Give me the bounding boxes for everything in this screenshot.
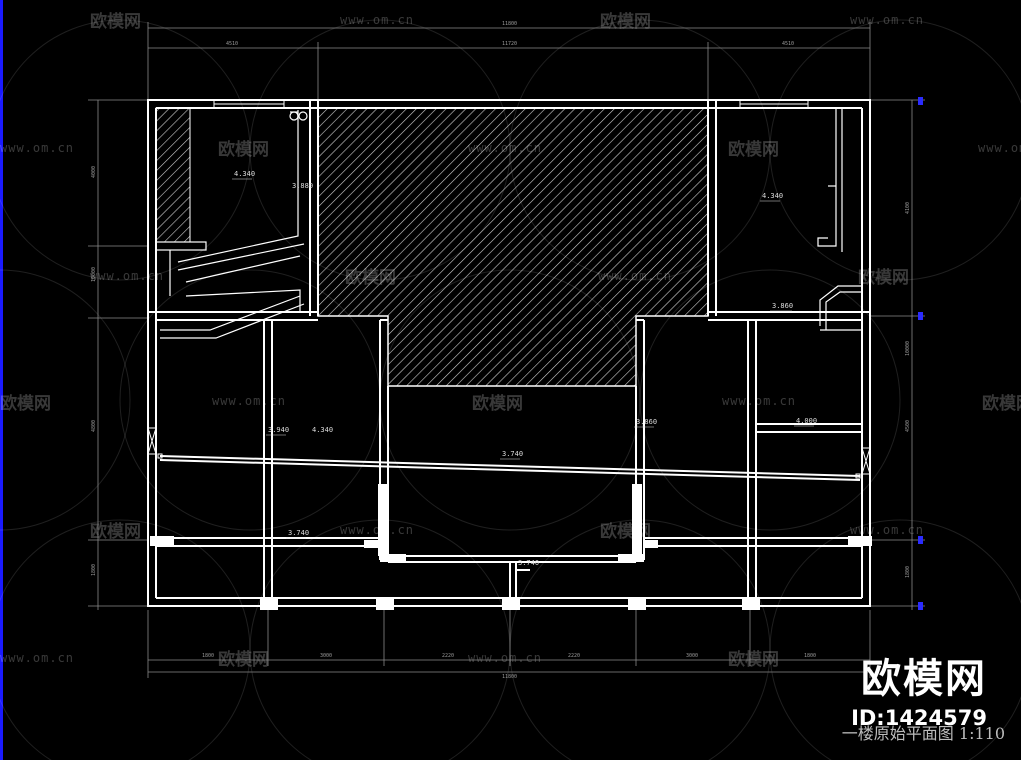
dim-left-c: 4800	[91, 420, 97, 432]
watermark-logo: 欧模网	[728, 649, 779, 670]
hatched-wall-left	[155, 107, 191, 243]
staircase	[155, 108, 862, 339]
watermark-url: www.om.cn	[978, 141, 1021, 155]
dim-top-right: 4510	[782, 41, 794, 47]
watermark-logo: 欧模网	[0, 393, 51, 414]
watermark-logo: 欧模网	[982, 393, 1021, 414]
dim-bottom-e: 3000	[686, 653, 698, 659]
elevation-label: 4.340	[312, 426, 333, 434]
watermark-url: www.om.cn	[340, 13, 414, 27]
watermark-url: www.om.cn	[212, 394, 286, 408]
elevation-label: 3.740	[288, 529, 309, 537]
watermark-logo: 欧模网	[472, 393, 523, 414]
elevation-label: 4.340	[234, 170, 255, 178]
watermark-url: www.om.cn	[468, 651, 542, 665]
drawing-title: 一楼原始平面图 1:110	[841, 724, 1005, 743]
watermark-url: www.om.cn	[850, 523, 924, 537]
elevation-labels: 4.340 3.880 4.340 3.860 3.940 4.340 3.74…	[232, 170, 817, 567]
dim-bottom-a: 1800	[202, 653, 214, 659]
elevation-label: 3.940	[268, 426, 289, 434]
watermark-logo: 欧模网	[218, 139, 269, 160]
dim-right-b: 10000	[905, 341, 911, 356]
left-edge-bar	[0, 0, 3, 760]
dim-left-a: 4000	[91, 166, 97, 178]
dim-top-mid: 11720	[502, 41, 517, 47]
dimension-lines	[88, 22, 925, 678]
windows	[213, 99, 809, 109]
dim-right-d: 1800	[905, 566, 911, 578]
dim-right-c: 4500	[905, 420, 911, 432]
asset-id: ID:1424579	[851, 706, 987, 730]
dimension-labels: 11800 4510 11720 4510 11800 1800 3000 22…	[91, 21, 911, 680]
dim-bottom-f: 1800	[804, 653, 816, 659]
watermark-url: www.om.cn	[0, 141, 74, 155]
watermark-logo: 欧模网	[218, 649, 269, 670]
watermark-logo: 欧模网	[600, 11, 651, 32]
watermark-url: www.om.cn	[0, 651, 74, 665]
watermark-url: www.om.cn	[340, 523, 414, 537]
hatched-void	[317, 107, 709, 387]
dim-left-b: 10000	[91, 267, 97, 282]
watermark-logo: 欧模网	[728, 139, 779, 160]
elevation-label: 4.000	[796, 417, 817, 425]
dim-top-left: 4510	[226, 41, 238, 47]
elevation-label: 4.340	[762, 192, 783, 200]
dim-bottom-b: 3000	[320, 653, 332, 659]
dim-bottom-overall: 11800	[502, 674, 517, 680]
dim-right-a: 4100	[905, 202, 911, 214]
columns	[150, 484, 872, 610]
watermark-url: www.om.cn	[722, 394, 796, 408]
dim-left-d: 1800	[91, 564, 97, 576]
door-marks	[147, 427, 871, 479]
brand-logo: 欧模网	[861, 656, 987, 702]
elevation-label: 3.860	[772, 302, 793, 310]
dim-bottom-c: 2220	[442, 653, 454, 659]
dimension-markers	[918, 97, 923, 610]
dim-top-overall: 11800	[502, 21, 517, 27]
watermark-logo: 欧模网	[90, 11, 141, 32]
watermark-logo: 欧模网	[90, 521, 141, 542]
watermark-logo: 欧模网	[858, 267, 909, 288]
watermark-url: www.om.cn	[90, 269, 164, 283]
elevation-label: 3.740	[502, 450, 523, 458]
elevation-label: 3.860	[636, 418, 657, 426]
elevation-label: 3.740	[518, 559, 539, 567]
watermark-url: www.om.cn	[850, 13, 924, 27]
elevation-label: 3.880	[292, 182, 313, 190]
dim-bottom-d: 2220	[568, 653, 580, 659]
